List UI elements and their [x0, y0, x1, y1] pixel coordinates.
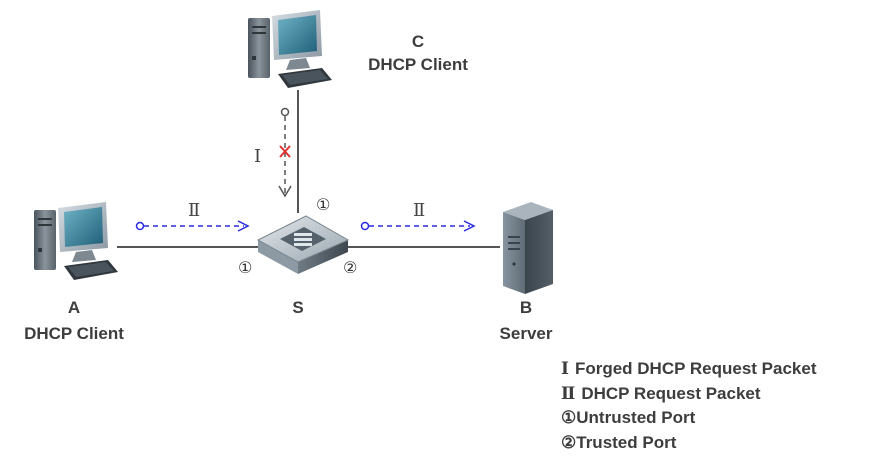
legend-text: Forged DHCP Request Packet	[574, 359, 817, 378]
port-label-left: ①	[238, 258, 252, 277]
legend-mark: ②	[561, 432, 577, 453]
flow-label-forged: Ⅰ	[254, 146, 261, 166]
node-b-role: Server	[500, 324, 553, 343]
links	[117, 90, 500, 248]
node-a-letter: A	[68, 298, 80, 317]
red-x-icon	[279, 145, 291, 158]
legend-item-trusted: ②Trusted Port	[561, 431, 886, 456]
legend-item-forged: Ⅰ Forged DHCP Request Packet	[561, 357, 886, 382]
desktop-computer-icon	[248, 10, 332, 88]
desktop-computer-icon	[34, 202, 118, 280]
node-s-letter: S	[292, 298, 303, 317]
port-label-right: ②	[343, 258, 357, 277]
request-arrow-left	[135, 220, 250, 232]
legend-item-untrusted: ①Untrusted Port	[561, 406, 886, 431]
legend-mark: Ⅰ	[561, 359, 569, 379]
node-c-role: DHCP Client	[368, 55, 468, 74]
server-tower-icon	[503, 202, 553, 294]
forged-request-arrow	[278, 107, 292, 198]
legend-text: Trusted Port	[576, 432, 677, 452]
legend-mark: ①	[561, 408, 577, 428]
legend-text: Untrusted Port	[576, 408, 696, 427]
port-label-top: ①	[316, 195, 330, 214]
node-c-letter: C	[412, 32, 424, 51]
node-b-letter: B	[520, 298, 532, 317]
network-switch-icon	[256, 215, 350, 274]
legend-text: DHCP Request Packet	[581, 383, 761, 403]
node-a-role: DHCP Client	[24, 324, 124, 343]
legend-mark: Ⅱ	[561, 383, 576, 404]
flow-label-request-left: Ⅱ	[188, 200, 200, 220]
request-arrow-right	[360, 220, 476, 232]
flow-label-request-right: Ⅱ	[413, 200, 425, 220]
